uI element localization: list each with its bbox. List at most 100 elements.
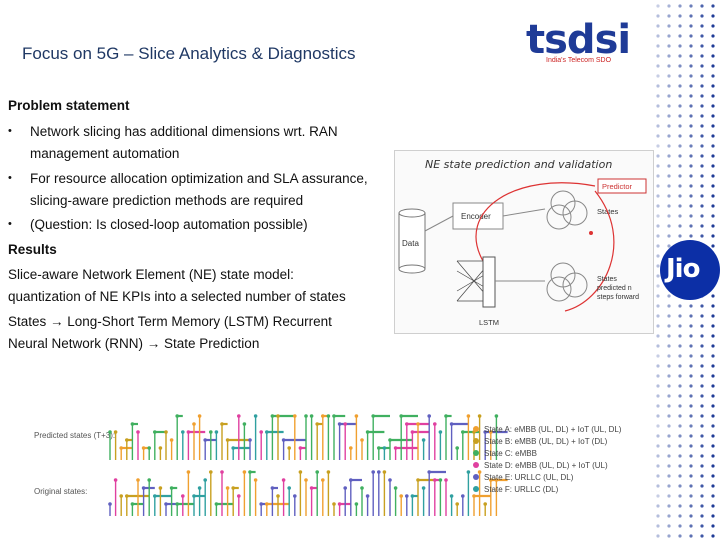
bullet-icon: • [8,125,12,137]
state-point [466,470,471,474]
state-point [209,470,213,474]
state-point [455,502,460,506]
state-point [477,414,482,418]
state-point [349,446,353,450]
state-point [147,446,151,450]
state-point [281,478,286,482]
state-point [489,478,493,482]
state-point [281,438,286,442]
state-point [449,422,454,426]
state-point [203,438,207,442]
state-point [388,478,392,482]
state-point [298,446,303,450]
state-point [169,486,174,490]
state-point [209,430,213,434]
page-title: Focus on 5G – Slice Analytics & Diagnost… [22,44,356,63]
state-point [276,494,280,498]
state-point [393,486,398,490]
state-point [483,430,488,434]
legend-marker [473,486,479,492]
predictor-box [597,178,647,194]
state-point [158,486,163,490]
state-point [461,494,465,498]
jio-logo-text: Jio [666,254,700,284]
states-predicted-line: predicted n [597,285,632,292]
logo-tagline: India's Telecom SDO [546,57,612,64]
state-point [326,470,331,474]
logo-word: tsdsi [526,17,631,63]
state-point [360,438,364,442]
state-point [113,430,118,434]
state-point [360,486,364,490]
state-point [147,478,151,482]
state-point [153,430,157,434]
state-point [248,470,252,474]
results-line: States → Long-Short Term Memory (LSTM) R… [8,314,332,329]
state-point [444,478,448,482]
state-point [175,502,179,506]
state-point [461,430,465,434]
state-point [192,494,196,498]
state-point [421,486,426,490]
state-point [119,494,123,498]
state-point [287,446,292,450]
bullet-icon: • [8,218,12,230]
legend-marker [473,462,479,468]
legend-label: State C: eMBB [484,449,537,458]
state-point [186,470,191,474]
state-point [225,438,230,442]
state-point [304,414,308,418]
state-point [108,502,112,506]
states-predicted-line: steps forward [597,294,639,301]
state-timeline-chart: Predicted states (T+3): Original states:… [30,410,648,522]
encoder-label: Encoder [461,212,491,221]
state-point [119,446,123,450]
state-point [164,430,168,434]
state-point [427,470,432,474]
state-point [125,494,129,498]
state-point [438,478,443,482]
state-point [265,502,269,506]
state-point [276,414,280,418]
state-point [293,494,297,498]
state-point [270,486,275,490]
state-point [113,478,118,482]
state-point [298,470,303,474]
legend-label: State F: URLLC (DL) [484,485,559,494]
state-point [433,478,437,482]
state-point [130,422,135,426]
state-point [405,494,409,498]
legend-marker [473,426,479,432]
state-point [332,502,336,506]
state-point [220,470,224,474]
state-point [399,414,404,418]
jio-logo: Jio [660,240,720,300]
state-point [108,430,112,434]
legend-label: State A: eMBB (UL, DL) + IoT (UL, DL) [484,425,622,434]
bullet-text: management automation [30,146,180,161]
legend-marker [473,438,479,444]
state-point [438,430,443,434]
state-point [489,430,493,434]
state-point [326,414,331,418]
state-point [309,486,314,490]
state-point [477,470,482,474]
state-point [472,494,476,498]
state-point [125,438,129,442]
state-point [197,414,202,418]
ne-state-diagram: NE state prediction and validation Data … [394,150,654,334]
state-point [382,446,387,450]
state-point [466,414,471,418]
state-point [416,478,420,482]
bullet-item: • (Question: Is closed-loop automation p… [0,214,400,236]
state-point [248,438,252,442]
state-point [371,470,376,474]
state-point [354,502,359,506]
state-point [214,502,219,506]
legend-label: State B: eMBB (UL, DL) + IoT (DL) [484,437,608,446]
state-point [265,430,269,434]
state-point [214,430,219,434]
state-point [197,486,202,490]
state-point [231,446,235,450]
legend-marker [473,450,479,456]
